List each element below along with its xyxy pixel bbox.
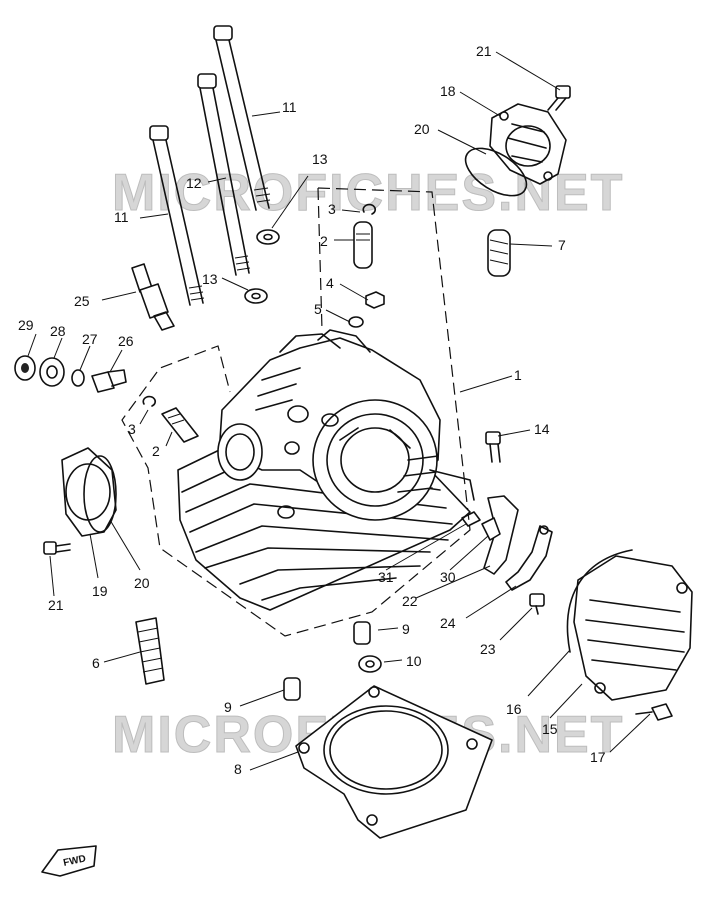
callout-29: 29 <box>18 317 34 333</box>
washer-13-upper <box>256 229 280 245</box>
callout-9-left: 9 <box>224 699 232 715</box>
cover-plate-18 <box>489 103 567 185</box>
callout-26: 26 <box>118 333 134 349</box>
callout-20-left: 20 <box>134 575 150 591</box>
callout-18: 18 <box>440 83 456 99</box>
washer-13-lower <box>244 288 268 304</box>
callout-22: 22 <box>402 593 418 609</box>
forward-direction-arrow: FWD <box>41 845 97 877</box>
callout-11-front: 11 <box>114 209 129 225</box>
grommet-28 <box>39 357 65 387</box>
circlip-3-upper <box>362 203 377 215</box>
o-ring-16 <box>566 549 633 653</box>
callout-23: 23 <box>480 641 496 657</box>
valve-guide-2-upper <box>353 221 373 269</box>
valve-guide-2-lower <box>161 407 199 443</box>
nut-4 <box>365 291 385 309</box>
dowel-9-right <box>353 621 371 645</box>
callout-24: 24 <box>440 615 456 631</box>
spark-plug-25 <box>131 263 175 331</box>
callout-17: 17 <box>590 749 606 765</box>
callout-11-rear: 11 <box>282 99 297 115</box>
callout-13-upper: 13 <box>312 151 328 167</box>
stud-bolt-12 <box>197 73 251 276</box>
callout-19: 19 <box>92 583 108 599</box>
stud-bolt-11-front <box>149 125 205 306</box>
callout-12: 12 <box>186 175 202 191</box>
callout-31: 31 <box>378 569 394 585</box>
callout-2-upper: 2 <box>320 233 328 249</box>
cylinder-head <box>177 329 475 611</box>
callout-21-top: 21 <box>476 43 492 59</box>
callout-3-upper: 3 <box>328 201 336 217</box>
dowel-7 <box>487 229 511 277</box>
o-ring-20-left <box>83 455 117 533</box>
part-30 <box>481 517 501 541</box>
callout-5: 5 <box>314 301 322 317</box>
callout-25: 25 <box>74 293 90 309</box>
side-cover-19 <box>61 447 117 537</box>
stud-bolt-11-rear <box>213 25 271 211</box>
callout-30: 30 <box>440 569 456 585</box>
assembly-boundary-inner <box>317 187 323 331</box>
spring-6 <box>135 617 165 685</box>
callout-27: 27 <box>82 331 98 347</box>
callout-13-lower: 13 <box>202 271 218 287</box>
part-31 <box>461 511 481 527</box>
callout-10: 10 <box>406 653 422 669</box>
assembly-boundary <box>121 187 471 637</box>
washer-5 <box>348 316 364 328</box>
callout-4: 4 <box>326 275 334 291</box>
dowel-9-left <box>283 677 301 701</box>
callout-7: 7 <box>558 237 566 253</box>
valve-cover-15 <box>573 555 693 701</box>
circlip-3-lower <box>142 395 157 407</box>
bracket-24 <box>505 525 553 591</box>
o-ring-10 <box>358 655 382 673</box>
seal-27 <box>71 369 85 387</box>
bolt-14 <box>485 431 501 463</box>
fitting-26 <box>91 369 127 393</box>
callout-21-left: 21 <box>48 597 64 613</box>
callout-16: 16 <box>506 701 522 717</box>
callouts: 21 18 20 11 12 11 13 13 3 2 4 5 7 25 29 … <box>18 43 606 777</box>
callout-20-top: 20 <box>414 121 430 137</box>
callout-15: 15 <box>542 721 558 737</box>
bolt-21-top <box>547 85 571 111</box>
callout-9-right: 9 <box>402 621 410 637</box>
bolt-23 <box>529 593 545 615</box>
cap-29 <box>14 355 36 381</box>
callout-28: 28 <box>50 323 66 339</box>
fwd-label: FWD <box>62 853 87 868</box>
callout-2-lower: 2 <box>152 443 160 459</box>
head-gasket-8 <box>295 685 493 839</box>
bolt-17 <box>635 703 673 721</box>
leader-lines <box>27 51 651 771</box>
callout-1: 1 <box>514 367 522 383</box>
o-ring-20-top <box>464 147 528 197</box>
bolt-21-left <box>43 541 71 555</box>
callout-6: 6 <box>92 655 100 671</box>
callout-14: 14 <box>534 421 550 437</box>
callout-3-lower: 3 <box>128 421 136 437</box>
callout-8: 8 <box>234 761 242 777</box>
